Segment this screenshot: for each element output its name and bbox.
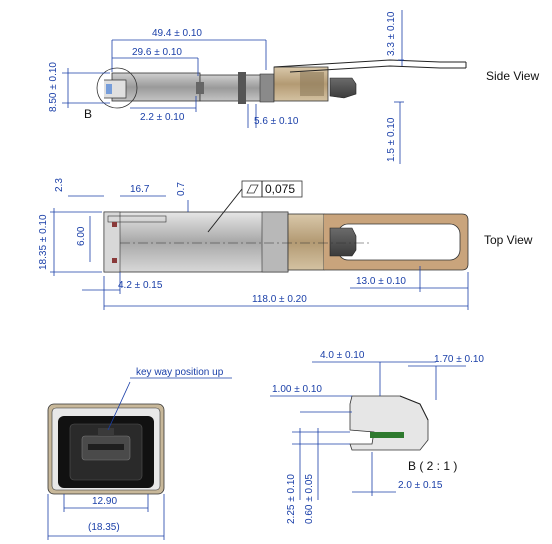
- detail-marker-b: B: [84, 107, 92, 121]
- dim-18-35-ref: (18.35): [88, 522, 120, 533]
- dim-0-7: 0.7: [176, 182, 187, 196]
- dim-6-00: 6.00: [76, 226, 87, 246]
- dim-2-2: 2.2 ± 0.10: [140, 112, 185, 123]
- dim-49-4: 49.4 ± 0.10: [152, 28, 202, 39]
- dim-1-00: 1.00 ± 0.10: [272, 384, 322, 395]
- dim-2-25: 2.25 ± 0.10: [286, 474, 297, 524]
- top-view-label: Top View: [484, 233, 533, 247]
- flatness-tolerance: 0,075: [265, 182, 295, 196]
- dim-1-70: 1.70 ± 0.10: [434, 354, 484, 365]
- dim-118-0: 118.0 ± 0.20: [252, 294, 307, 305]
- dim-0-60: 0.60 ± 0.05: [304, 474, 315, 524]
- detail-b-label: B ( 2 : 1 ): [408, 459, 457, 473]
- detail-b-view: 4.0 ± 0.10 1.70 ± 0.10 1.00 ± 0.10 2.25 …: [270, 350, 484, 524]
- top-view: 0,075 16.7 2.3 0.7 6.00 18.35 ± 0.10 4.2…: [38, 178, 533, 310]
- dim-2-0: 2.0 ± 0.15: [398, 480, 443, 491]
- front-view: key way position up 12.90 (18.35): [47, 367, 232, 540]
- side-view-label: Side View: [486, 69, 539, 83]
- dim-8-50: 8.50 ± 0.10: [48, 62, 59, 112]
- dim-29-6: 29.6 ± 0.10: [132, 47, 182, 58]
- dim-18-35: 18.35 ± 0.10: [38, 214, 49, 270]
- dim-16-7: 16.7: [130, 184, 150, 195]
- dim-4-0: 4.0 ± 0.10: [320, 350, 365, 361]
- dim-2-3: 2.3: [54, 178, 65, 192]
- dim-13-0: 13.0 ± 0.10: [356, 276, 406, 287]
- dim-12-90: 12.90: [92, 496, 117, 507]
- key-way-annotation: key way position up: [136, 367, 224, 378]
- dim-3-3: 3.3 ± 0.10: [386, 11, 397, 56]
- dim-5-6: 5.6 ± 0.10: [254, 116, 299, 127]
- side-view: B 49.4 ± 0.10 29.6 ± 0.10 3.3 ± 0.10 8.5…: [48, 10, 539, 164]
- dim-1-5: 1.5 ± 0.10: [386, 117, 397, 162]
- dim-4-2: 4.2 ± 0.15: [118, 280, 163, 291]
